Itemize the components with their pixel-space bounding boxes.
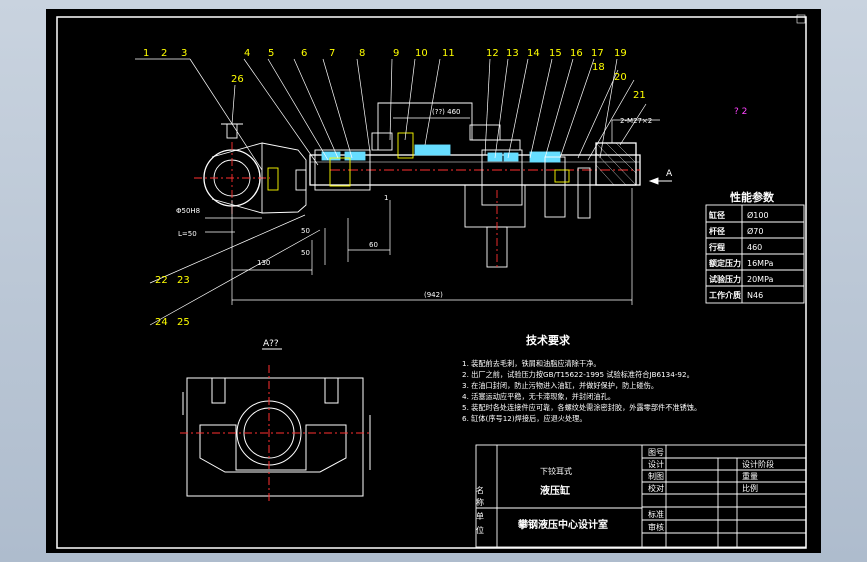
- balloon-16: 16: [570, 48, 583, 59]
- tb-design-stage: 设计阶段: [742, 459, 774, 469]
- balloon-4: 4: [244, 48, 250, 59]
- param-value-4: 20MPa: [747, 275, 774, 284]
- balloon-8: 8: [359, 48, 365, 59]
- tb-name-line1: 下铰耳式: [540, 466, 572, 476]
- balloon-5: 5: [268, 48, 274, 59]
- dim-thread: 2-M27×2: [620, 117, 652, 125]
- tech-line-3: 3. 在油口封闭，防止污物进入油缸，并做好保护，防上碰伤。: [462, 381, 658, 390]
- dimension-text: (??) 460 (942) 130 60 50 50 1 Φ50H8 L=50…: [176, 107, 747, 349]
- tb-check: 校对: [648, 483, 664, 493]
- parameter-table: [705, 204, 805, 304]
- balloon-26: 26: [231, 74, 244, 85]
- balloon-24: 24: [155, 317, 168, 328]
- param-key-5: 工作介质: [709, 290, 741, 300]
- balloon-9: 9: [393, 48, 399, 59]
- grease-nipple: [226, 123, 238, 139]
- balloon-3: 3: [181, 48, 187, 59]
- corner-mark: ? 2: [734, 107, 747, 117]
- tech-title: 技术要求: [526, 333, 571, 347]
- balloon-15: 15: [549, 48, 562, 59]
- balloon-14: 14: [527, 48, 540, 59]
- inner-border: [56, 16, 807, 549]
- balloon-25: 25: [177, 317, 190, 328]
- tb-unit-value: 攀钢液压中心设计室: [517, 518, 608, 531]
- param-title: 性能参数: [730, 190, 775, 204]
- param-value-5: N46: [747, 291, 763, 300]
- tech-line-6: 6. 缸体(序号12)焊接后，应退火处理。: [462, 414, 587, 423]
- param-value-0: Ø100: [747, 210, 769, 220]
- titleblock-text: 名称 下铰耳式 液压缸 单位 攀钢液压中心设计室 图号 设计 设计阶段 制图 重…: [476, 448, 775, 540]
- section-title: A??: [263, 339, 279, 349]
- dim-ring-note: Φ50H8: [176, 207, 200, 215]
- tb-name-line2: 液压缸: [540, 484, 570, 497]
- param-value-3: 16MPa: [747, 259, 774, 268]
- param-value-2: 460: [747, 243, 762, 252]
- rear-cap: [314, 149, 371, 191]
- dim-60: 60: [369, 241, 378, 249]
- balloon-13: 13: [506, 48, 519, 59]
- view-label-a: A: [666, 169, 673, 179]
- balloon-1: 1: [143, 48, 149, 59]
- tech-line-2: 2. 出厂之前，试验压力按GB/T15622-1995 试验标准符合JB6134…: [462, 370, 694, 379]
- balloon-11: 11: [442, 48, 455, 59]
- tech-line-1: 1. 装配前去毛刺，铁屑和油脂应清除干净。: [462, 359, 601, 368]
- balloon-2: 2: [161, 48, 167, 59]
- balloon-20: 20: [614, 72, 627, 83]
- param-key-3: 额定压力: [709, 258, 741, 268]
- tech-requirements: 技术要求 1. 装配前去毛刺，铁屑和油脂应清除干净。 2. 出厂之前，试验压力按G…: [462, 333, 701, 423]
- param-key-0: 缸径: [708, 210, 725, 220]
- dimension-lines: [205, 117, 660, 305]
- balloon-17: 17: [591, 48, 604, 59]
- dim-overall: (942): [424, 291, 443, 299]
- dim-50: 50: [301, 227, 310, 235]
- dim-stroke: (??) 460: [432, 108, 460, 116]
- balloon-21: 21: [633, 90, 646, 101]
- param-value-1: Ø70: [747, 226, 763, 236]
- param-key-2: 行程: [708, 242, 725, 252]
- tb-standard: 标准: [648, 509, 664, 519]
- piston: [481, 149, 523, 206]
- tb-draw: 制图: [648, 471, 664, 481]
- dim-130: 130: [257, 259, 270, 267]
- tb-weight: 重量: [742, 471, 758, 481]
- dim-1: 1: [384, 194, 388, 202]
- balloon-12: 12: [486, 48, 499, 59]
- outer-border-corner: [796, 14, 806, 24]
- balloon-18: 18: [592, 62, 605, 73]
- balloon-7: 7: [329, 48, 335, 59]
- parameter-text: 性能参数 缸径 Ø100 杆径 Ø70 行程 460 额定压力 16MPa 试验压力 20MPa 工…: [708, 190, 775, 300]
- tb-scale: 比例: [742, 483, 758, 493]
- balloon-6: 6: [301, 48, 307, 59]
- drawing-sheet: [46, 9, 821, 553]
- tech-line-5: 5. 装配时各处连接件应可靠，各螺纹处需涂密封胶，外露零部件不准锈蚀。: [462, 403, 701, 412]
- param-key-4: 试验压力: [709, 274, 741, 284]
- tech-line-4: 4. 活塞运动应平稳，无卡滞现象，并封闭油孔。: [462, 392, 615, 401]
- title-block: [475, 444, 807, 548]
- param-key-1: 杆径: [709, 226, 725, 236]
- dim-length-note: L=50: [178, 230, 197, 238]
- tb-review: 审核: [648, 522, 664, 532]
- section-view-a: [180, 348, 371, 503]
- cylinder-main-view: [194, 102, 672, 268]
- tb-name-label: 名称: [476, 485, 485, 510]
- balloon-19: 19: [614, 48, 627, 59]
- tb-unit-label: 单位: [476, 511, 485, 540]
- balloon-23: 23: [177, 275, 190, 286]
- balloon-10: 10: [415, 48, 428, 59]
- tb-map-no-label: 图号: [648, 448, 664, 457]
- tb-design: 设计: [648, 459, 664, 469]
- balloon-22: 22: [155, 275, 168, 286]
- balloon-leaders: [135, 58, 647, 326]
- dim-50b: 50: [301, 249, 310, 257]
